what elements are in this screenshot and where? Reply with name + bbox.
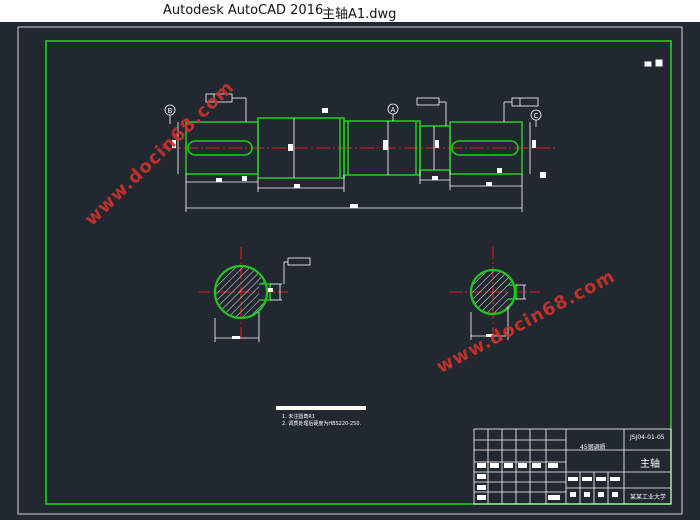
window-titlebar: Autodesk AutoCAD 2016 主轴A1.dwg (0, 0, 700, 22)
svg-text:C: C (534, 112, 539, 120)
title-block (473, 428, 672, 505)
keyway-right (451, 140, 519, 156)
datum-a: A (387, 103, 399, 115)
material-label: 45钢调质 (580, 444, 606, 451)
note-line-2: 2. 调质处理后硬度为HBS220-250. (282, 421, 362, 427)
keyway-left (187, 140, 253, 156)
datum-c: C (530, 109, 542, 121)
roughness-mark-general (644, 59, 663, 67)
shaft-seg-right-keyed (449, 121, 523, 175)
datum-b: B (164, 104, 176, 116)
drawing-frame (45, 40, 672, 505)
part-name: 主轴 (640, 459, 660, 470)
shaft-main-view: B A C (162, 93, 558, 212)
svg-text:B: B (168, 107, 173, 115)
section-view-right (450, 247, 540, 340)
section-view-left (198, 247, 311, 342)
drawing-number: JSJ04-01-05 (630, 434, 665, 441)
title-block-marks (477, 463, 620, 500)
sheet-border (17, 26, 683, 515)
notes-heading-bar (276, 406, 366, 410)
drawing-canvas[interactable]: B A C (0, 22, 700, 520)
note-line-1: 1. 未注圆角R1 (282, 414, 316, 420)
app-title: Autodesk AutoCAD 2016 (163, 3, 324, 18)
document-title: 主轴A1.dwg (322, 7, 397, 22)
school-name: 某某工业大学 (630, 494, 667, 501)
svg-text:A: A (391, 106, 396, 114)
drawing-svg: B A C (17, 26, 683, 515)
